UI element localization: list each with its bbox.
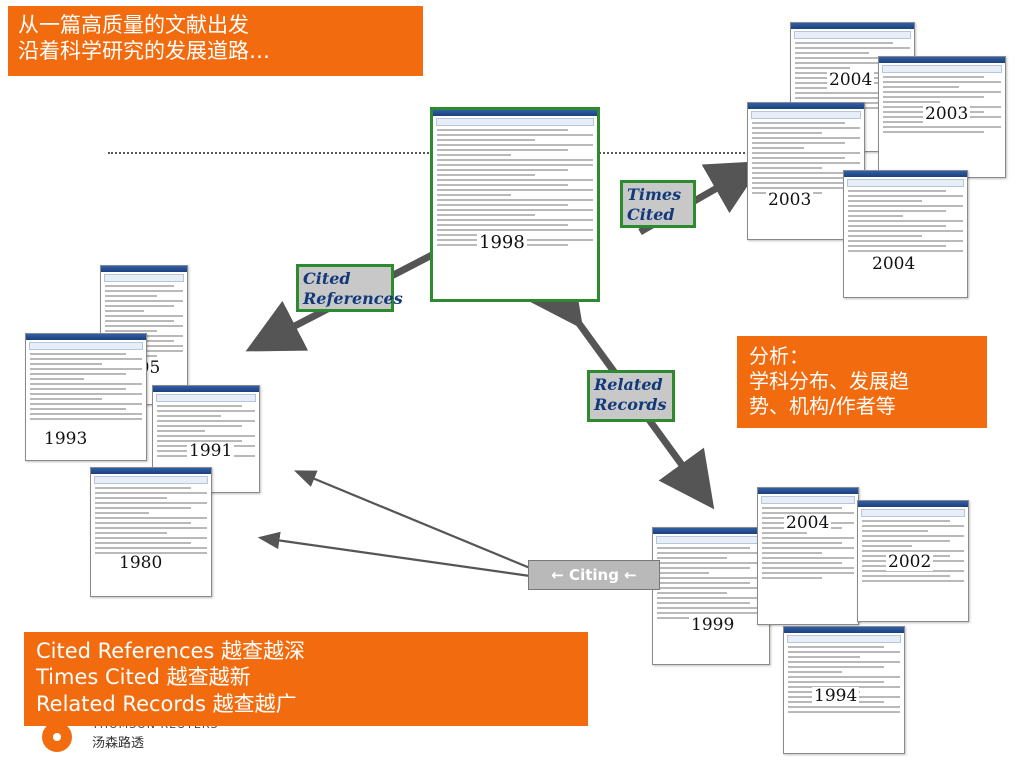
main-record-year: 1998 [477, 232, 527, 253]
summary-line-2: Times Cited 越查越新 [36, 665, 251, 690]
summary-line-3: Related Records 越查越广 [36, 691, 297, 716]
main-record-screenshot: 1998 [430, 107, 600, 302]
related-record-year: 1999 [689, 615, 737, 635]
cited-reference-record: 1993 [25, 333, 147, 461]
times-cited-year: 2003 [766, 190, 814, 210]
times-cited-record: 2004 [843, 170, 968, 298]
related-record-year: 2002 [886, 552, 934, 572]
cited-reference-record: 1980 [90, 467, 212, 597]
arrow-citing-lower [257, 531, 531, 578]
related-records-label: Related Records [587, 370, 675, 422]
citing-label: ← Citing ← [528, 560, 660, 590]
analysis-banner: 分析： 学科分布、发展趋 势、机构/作者等 [737, 336, 987, 428]
logo-company-cn: 汤森路透 [92, 736, 145, 751]
times-cited-year: 2004 [827, 70, 875, 90]
related-record: 1999 [652, 527, 770, 665]
cited-reference-year: 1993 [42, 429, 90, 449]
title-banner: 从一篇高质量的文献出发 沿着科学研究的发展道路… [8, 6, 423, 76]
summary-banner: Cited References 越查越深 Times Cited 越查越新 R… [24, 632, 588, 726]
analysis-line-2: 学科分布、发展趋 [749, 369, 909, 393]
related-record: 2004 [757, 487, 859, 625]
times-cited-label: Times Cited [620, 180, 696, 228]
times-cited-year: 2003 [923, 104, 971, 124]
cited-reference-year: 1991 [187, 441, 235, 461]
analysis-line-1: 分析： [749, 344, 809, 368]
title-line-2: 沿着科学研究的发展道路… [18, 39, 270, 64]
analysis-line-3: 势、机构/作者等 [749, 394, 896, 418]
summary-line-1: Cited References 越查越深 [36, 639, 306, 663]
related-record: 2002 [857, 500, 969, 622]
thomson-reuters-logo: THOMSON REUTERS 汤森路透 [40, 718, 230, 762]
cited-reference-year: 1980 [117, 553, 165, 573]
title-line-1: 从一篇高质量的文献出发 [18, 13, 249, 37]
logo-sun-icon [42, 722, 72, 752]
related-record-year: 1994 [812, 686, 860, 706]
times-cited-year: 2004 [870, 254, 918, 274]
times-cited-record: 2003 [878, 56, 1006, 178]
arrow-citing-upper [293, 470, 531, 570]
related-record: 1994 [783, 626, 905, 754]
cited-references-label: Cited References [296, 264, 403, 312]
related-record-year: 2004 [784, 513, 832, 533]
